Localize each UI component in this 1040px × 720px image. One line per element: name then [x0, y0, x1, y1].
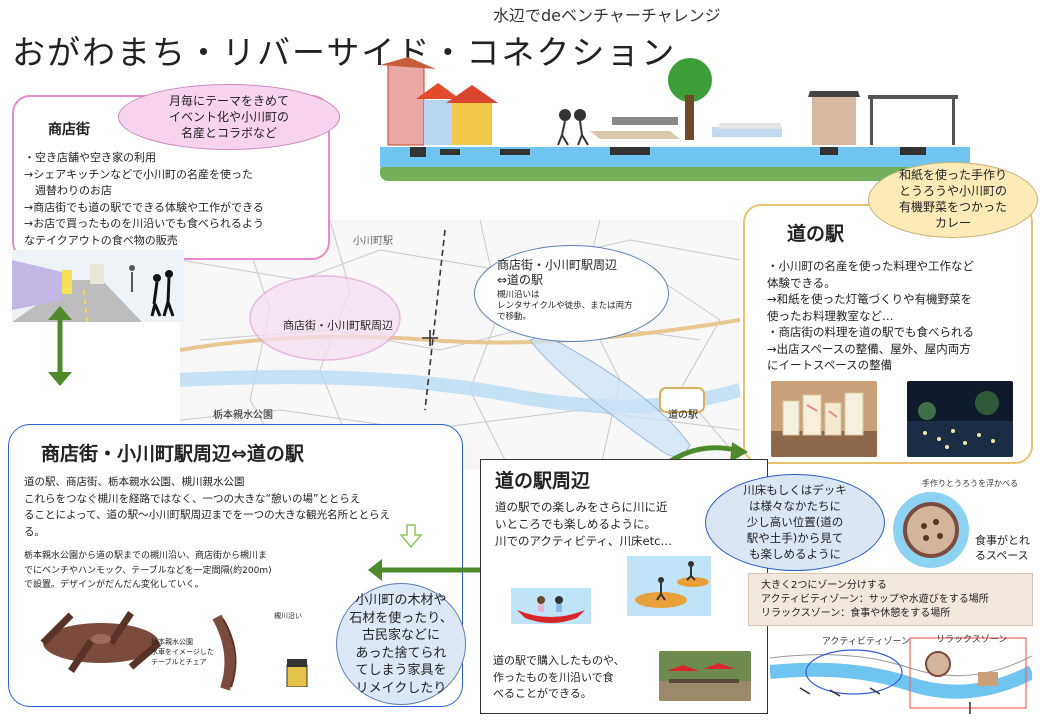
river-lantern-photo: [907, 381, 1013, 457]
sketch-label-river: 槻川沿い: [274, 612, 302, 620]
michinoeki-bubble: 和紙を使った手作り とうろうや小川町の 有機野菜をつかった カレー: [868, 162, 1038, 238]
bench-sketch: [212, 614, 237, 691]
zone-description: 大きく2つにゾーン分けする アクティビティゾーン：サップや水遊びをする場所 リラ…: [748, 573, 1033, 626]
connection-heading: 商店街・小川町駅周辺⇔道の駅: [41, 443, 304, 465]
riverside-illustration: [380, 57, 970, 181]
ekimawari-bottom-text: 道の駅で購入したものや、 作ったものを川沿いで食 べることができる。: [493, 654, 625, 700]
map-label-area: 商店街・小川町駅周辺: [283, 319, 393, 332]
shotengai-heading: 商店街: [48, 122, 90, 138]
eating-space-label: 食事がとれ るスペース: [975, 534, 1030, 562]
round-deck-sketch: [893, 492, 969, 568]
zone-sketch: [770, 637, 1032, 714]
riverside-terrace-photo: [659, 651, 751, 701]
shotengai-bubble: 月毎にテーマをきめて イベント化や小川町の 名産とコラボなど: [118, 84, 340, 150]
double-arrow-vertical: [48, 306, 72, 386]
route-bubble: 商店街・小川町駅周辺 ⇔道の駅 槻川沿いは レンタサイクルや徒歩、または両方 で…: [474, 245, 669, 342]
page-subtitle: 水辺でdeベンチャーチャレンジ: [493, 6, 721, 25]
sketch-label-activity: アクティビティゾーン: [822, 637, 911, 647]
sketch-label-park: 栃本親水公園 水車をイメージした テーブルとチェア: [151, 638, 214, 666]
remake-bubble: 小川町の木材や 石材を使ったり、 古民家などに あった捨てられ てしまう家具を …: [336, 583, 466, 705]
sketch-note-lantern: 手作りとうろうを浮かべる: [922, 479, 1018, 488]
kawadoko-bubble: 川床もしくはデッキ は様々なかたちに 少し高い位置(道の 駅や土手)から見て も…: [705, 474, 885, 571]
connection-small-text: 栃本親水公園から道の駅までの槻川沿い、商店街から槻川ま でにベンチやハンモック、…: [24, 551, 272, 590]
shotengai-text: ・空き店舗や空き家の利用 →シェアキッチンなどで小川町の名産を使った 週替わりの…: [24, 151, 264, 247]
page-title: おがわまち・リバーサイド・コネクション: [12, 33, 677, 72]
michinoeki-text: ・小川町の名産を使った料理や工作など 体験できる。 →和紙を使った灯篭づくりや有…: [767, 259, 974, 372]
sketch-label-relax: リラックスゾーン: [936, 635, 1008, 645]
down-arrow-icon: [399, 524, 423, 549]
lantern-photo: [771, 381, 877, 457]
waterwheel-table-sketch: [40, 611, 162, 673]
map-label-town: 小川町駅: [353, 236, 393, 247]
ekimawari-text: 道の駅での楽しみをさらに川に近 いところでも楽しめるように。 川でのアクティビテ…: [495, 500, 672, 548]
sup-sketch: [627, 556, 711, 616]
ekimawari-heading: 道の駅周辺: [495, 470, 591, 492]
map-label-eki: 道の駅: [668, 410, 698, 421]
michinoeki-panel: 道の駅 ・小川町の名産を使った料理や工作など 体験できる。 →和紙を使った灯篭づ…: [743, 204, 1033, 464]
boat-sketch: [511, 588, 591, 624]
map-label-park: 栃本親水公園: [213, 410, 273, 421]
stool-sketch: [286, 659, 308, 687]
michinoeki-heading: 道の駅: [787, 223, 845, 245]
shopping-street-sketch: [12, 250, 184, 322]
connection-text: 道の駅、商店街、栃本親水公園、槻川親水公園 これらをつなぐ槻川を経路ではなく、一…: [24, 476, 391, 538]
